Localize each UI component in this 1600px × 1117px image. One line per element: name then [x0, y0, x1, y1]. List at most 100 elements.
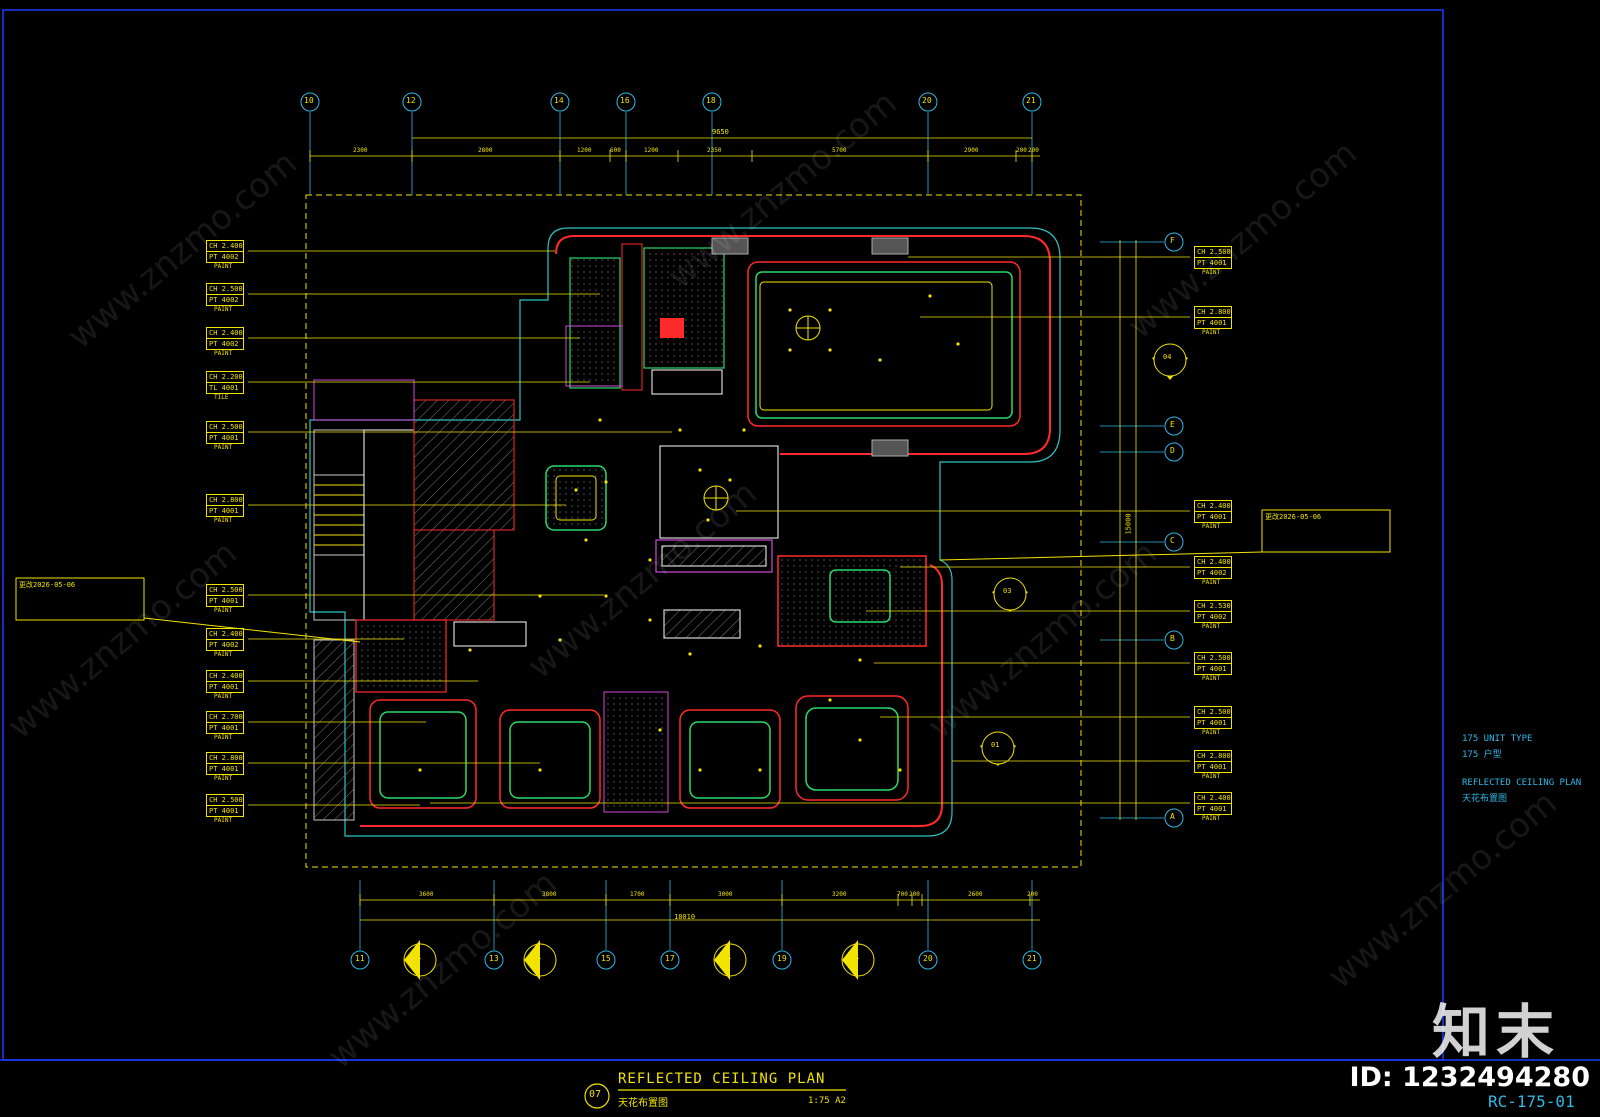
revision-leader-right: [939, 551, 1263, 561]
grid-bubble-bottom: [1022, 950, 1042, 970]
dim-label-bottom: 3600: [419, 891, 434, 898]
downlight: [604, 594, 608, 598]
unit-type-cn: 175 户型: [1462, 750, 1502, 760]
material-code-tag: PT 4001: [1194, 761, 1232, 773]
downlight: [706, 518, 710, 522]
outer-wall: [555, 235, 1051, 455]
dim-label-top: 200: [1016, 147, 1027, 154]
downlight: [858, 658, 862, 662]
dim-label-top: 5700: [832, 147, 847, 154]
downlight: [584, 538, 588, 542]
kitchen-area: [565, 243, 725, 395]
downlight: [688, 652, 692, 656]
dim-label-bottom: 200: [909, 891, 920, 898]
dim-label-top: 2900: [964, 147, 979, 154]
grid-bubble-bottom: [660, 950, 680, 970]
material-code-tag: PT 4001: [206, 763, 244, 775]
downlight: [758, 768, 762, 772]
section-marker-01-b: [523, 940, 557, 980]
material-code-tag: PT 4001: [206, 595, 244, 607]
material-name: PAINT: [214, 263, 233, 270]
downlight: [558, 638, 562, 642]
grid-label-top: 12: [406, 96, 416, 105]
grid-label-bottom: 19: [777, 954, 787, 963]
downlight: [728, 478, 732, 482]
material-code-tag: PT 4002: [206, 338, 244, 350]
material-code-tag: PT 4001: [1194, 317, 1232, 329]
revision-note-right: 更改2026-05-06: [1265, 513, 1322, 521]
section-marker-03: [992, 577, 1028, 612]
downlight: [828, 308, 832, 312]
grid-label-right: A: [1170, 812, 1175, 821]
grid-bubble-bottom: [772, 950, 792, 970]
material-name: PAINT: [1202, 579, 1221, 586]
dim-top-total: 9650: [712, 128, 729, 136]
grid-label-right: E: [1170, 420, 1175, 429]
revision-leader-left: [143, 617, 361, 643]
master-ceiling: [711, 237, 1021, 457]
material-code-tag: PT 4001: [1194, 511, 1232, 523]
material-code-tag: PT 4001: [1194, 717, 1232, 729]
title-en: REFLECTED CEILING PLAN: [618, 1071, 826, 1087]
unit-type-en: 175 UNIT TYPE: [1462, 734, 1533, 744]
grid-bubble-top: [300, 92, 320, 112]
dim-label-top: 2350: [707, 147, 722, 154]
south-wall: [360, 564, 943, 827]
grid-label-right: C: [1170, 536, 1175, 545]
revision-box-right: [1261, 509, 1391, 553]
downlight: [468, 648, 472, 652]
downlight: [574, 488, 578, 492]
material-name: PAINT: [214, 306, 233, 313]
downlight: [598, 418, 602, 422]
grid-bubble-top: [550, 92, 570, 112]
downlight: [742, 428, 746, 432]
material-code-tag: TL 4001: [206, 382, 244, 394]
dim-label-bottom: 700: [897, 891, 908, 898]
drawing-boundary: [305, 194, 1082, 868]
downlight: [604, 480, 608, 484]
section-marker-number: 01: [991, 741, 1000, 749]
downlight: [758, 644, 762, 648]
dim-label-top: 200: [1028, 147, 1039, 154]
grid-label-bottom: 11: [355, 954, 365, 963]
revision-box-left: [15, 577, 145, 621]
dim-label-top: 2800: [478, 147, 493, 154]
material-code-tag: PT 4001: [206, 722, 244, 734]
grid-bubble-right: [1164, 532, 1184, 552]
grid-label-bottom: 21: [1027, 954, 1037, 963]
grid-bubble-right: [1164, 442, 1184, 462]
dim-label-bottom: 3800: [542, 891, 557, 898]
title-number-circle: [584, 1083, 610, 1109]
grid-bubble-bottom: [484, 950, 504, 970]
material-name: PAINT: [1202, 523, 1221, 530]
dim-label-top: 1200: [644, 147, 659, 154]
material-code-tag: PT 4002: [1194, 611, 1232, 623]
section-marker-number: 01: [851, 953, 860, 961]
material-name: PAINT: [214, 817, 233, 824]
material-code-tag: PT 4002: [206, 294, 244, 306]
material-name: PAINT: [1202, 623, 1221, 630]
downlight: [898, 768, 902, 772]
asset-id: ID: 1232494280: [1349, 1062, 1590, 1093]
title-number: 07: [589, 1089, 602, 1100]
section-marker-01-c: [713, 940, 747, 980]
material-name: PAINT: [214, 775, 233, 782]
downlight: [788, 308, 792, 312]
material-code-tag: PT 4001: [1194, 257, 1232, 269]
material-code-tag: PT 4002: [206, 639, 244, 651]
material-code-tag: PT 4002: [206, 251, 244, 263]
dim-bottom-total: 18010: [674, 913, 696, 921]
material-name: PAINT: [214, 734, 233, 741]
downlight: [828, 698, 832, 702]
dim-label-top: 1200: [577, 147, 592, 154]
dim-right-total: 15000: [1124, 513, 1133, 535]
grid-bubble-top: [1022, 92, 1042, 112]
material-name: PAINT: [1202, 729, 1221, 736]
grid-bubble-right: [1164, 232, 1184, 252]
material-name: PAINT: [214, 607, 233, 614]
material-code-tag: PT 4001: [206, 681, 244, 693]
dim-label-bottom: 3000: [718, 891, 733, 898]
material-code-tag: PT 4001: [206, 432, 244, 444]
material-name: PAINT: [214, 693, 233, 700]
downlight: [956, 342, 960, 346]
